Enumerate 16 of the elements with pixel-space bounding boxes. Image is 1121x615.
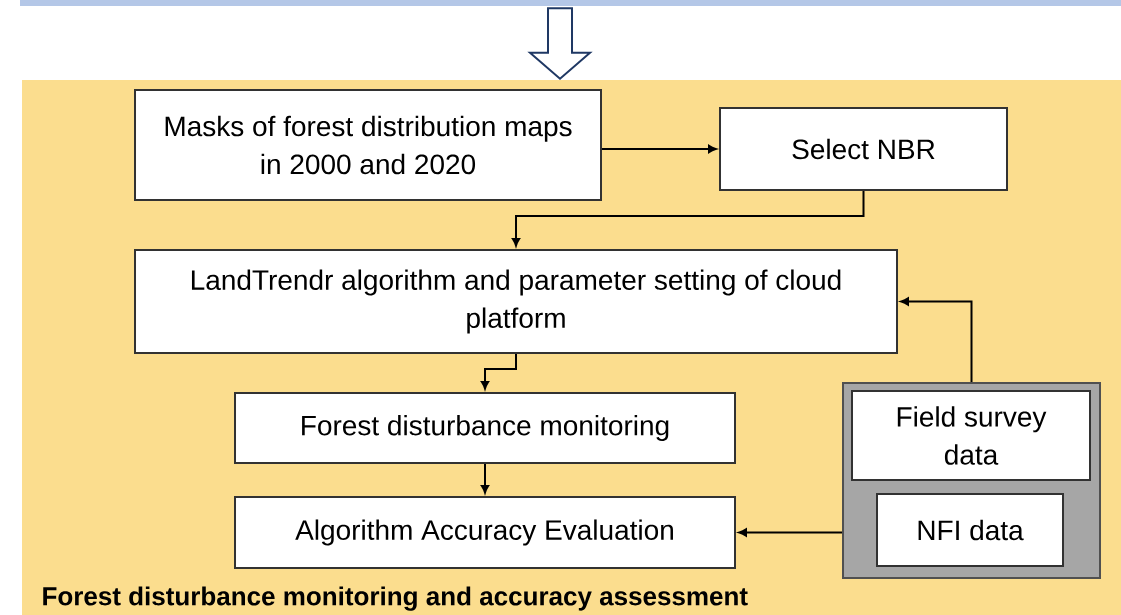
- arrow: [738, 528, 843, 537]
- arrow: [900, 297, 973, 383]
- header-band: [20, 0, 1121, 6]
- process-box: Forest disturbance monitoring: [234, 392, 736, 464]
- process-box: Field survey data: [851, 390, 1091, 481]
- arrow: [480, 463, 490, 494]
- process-box: LandTrendr algorithm and parameter setting of cloud platform: [134, 249, 898, 354]
- arrow: [511, 190, 865, 247]
- panel-title: Forest disturbance monitoring and accuracy assessment: [43, 586, 748, 611]
- arrow: [601, 144, 717, 154]
- process-box: Algorithm Accuracy Evaluation: [234, 496, 736, 569]
- process-box: NFI data: [876, 493, 1064, 567]
- block-arrow: [527, 7, 593, 81]
- process-box: Masks of forest distribution maps in 2000 and 2020: [134, 89, 602, 201]
- arrow: [480, 353, 517, 390]
- process-box: Select NBR: [719, 107, 1008, 191]
